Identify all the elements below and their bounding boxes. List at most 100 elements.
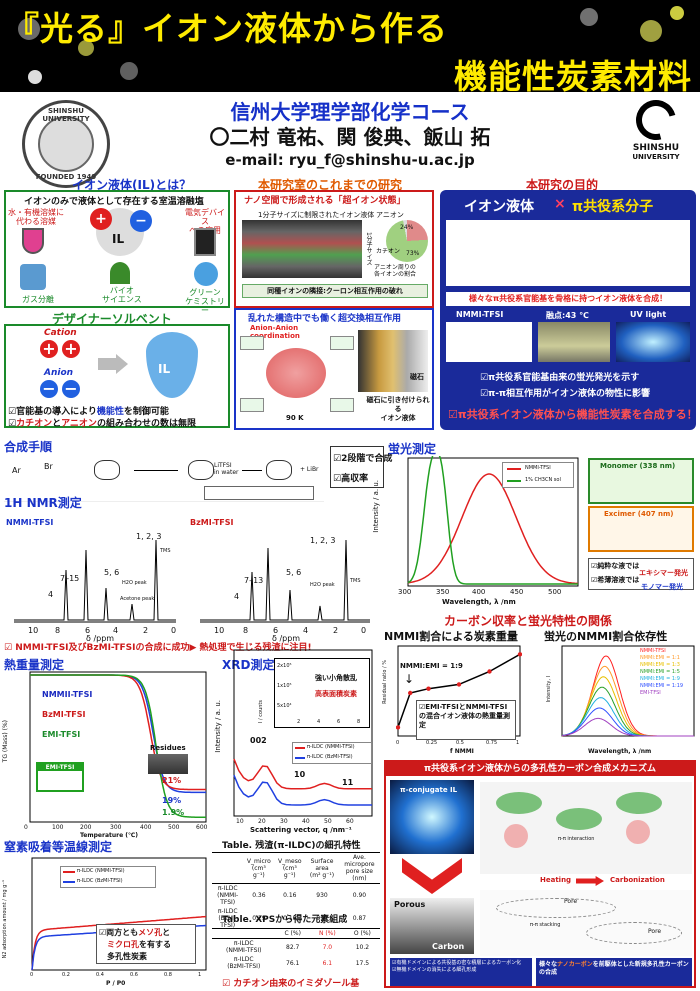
- pct-anion: 24%: [400, 224, 414, 231]
- fluor-xtick: 500: [548, 588, 562, 596]
- xrd-peak-11: 11: [342, 778, 354, 787]
- yield-ylabel: Residual ratio / %: [382, 660, 388, 704]
- xrd-series-bzmi: [233, 774, 372, 806]
- inset-ytick: 5x10⁴: [277, 703, 292, 709]
- nmr-left-tick: 4: [113, 626, 119, 635]
- nmmi-structure: [446, 322, 532, 362]
- inset-xtick: 8: [357, 719, 361, 725]
- cation-ball: +: [40, 340, 58, 358]
- item-text: と: [52, 419, 62, 429]
- seal-top-text: SHINSHU UNIVERSITY: [42, 107, 90, 123]
- nmr-spectra: [14, 539, 370, 623]
- nmmi-label: NMMI-TFSI: [456, 310, 504, 319]
- pore-table: V_micro (cm³ g⁻¹)V_meso (cm³ g⁻¹)Surface…: [212, 852, 380, 930]
- excimer-box: Excimer (407 nm): [588, 506, 694, 552]
- cell: 82.7: [286, 943, 300, 951]
- bullet-text: 無機ドメインの消失による細孔形成: [396, 967, 477, 973]
- purpose-goal: ☑π共役系イオン液体から機能性炭素を合成する！: [448, 406, 698, 422]
- molecule-atom: [78, 40, 94, 56]
- il-box: イオンのみで液体として存在する室温溶融塩 水・有機溶媒に 代わる溶媒 電気デバイ…: [4, 190, 230, 315]
- cation-ball: +: [62, 340, 80, 358]
- ratio-label: NMMI:EMI = 1:9: [400, 662, 463, 670]
- item-text: 官能基の導入により: [16, 407, 97, 417]
- seal-bottom-text: FOUNDED 1949: [35, 173, 97, 181]
- product-ring: [266, 460, 292, 480]
- item-highlight: 機能性: [96, 407, 124, 417]
- cell: 17.5: [355, 959, 370, 967]
- tga-xtick: 400: [140, 824, 152, 831]
- check-icon: ☑: [419, 703, 426, 711]
- libr-label: + LiBr: [300, 466, 319, 473]
- ionic-liquid-label: イオン液体: [464, 199, 534, 215]
- check-icon: ☑: [333, 454, 342, 464]
- legend-swatch-red: [295, 747, 305, 749]
- molecule-thumb: [240, 398, 264, 412]
- legend-swatch-blue: [63, 881, 75, 883]
- down-arrow-icon: ↓: [404, 672, 415, 686]
- fl-ratio-frame: [561, 645, 695, 737]
- item-text: を制御可能: [123, 407, 169, 417]
- reaction-arrow-icon: [242, 470, 262, 471]
- authors: 〇二村 竜祐、関 俊典、飯山 拓: [209, 125, 491, 149]
- reagent-label: LiTFSI in water: [214, 462, 239, 476]
- nmr-right-title: BzMI-TFSI: [190, 518, 234, 527]
- yield-point: [456, 682, 462, 687]
- tga-frame: [29, 671, 207, 823]
- ar-label: Ar: [12, 466, 21, 475]
- magnet-photo: [358, 330, 428, 392]
- pi-interaction-label: π-π interaction: [558, 836, 595, 842]
- nmr-left-tick: 8: [55, 626, 61, 635]
- arrow-icon: [98, 354, 128, 374]
- fl-ratio-title: 蛍光のNMMI割合依存性: [544, 630, 668, 643]
- shinshu-logo: SHINSHU UNIVERSITY: [626, 92, 686, 172]
- ads-legend-2: π-ILDC (BzMI-TFSI): [77, 878, 123, 884]
- item-highlight: カチオン: [16, 419, 53, 429]
- tga-series-emi: [30, 674, 206, 818]
- molecule-atom: [670, 6, 684, 20]
- yield-xlabel: f NMMI: [450, 748, 474, 755]
- xrd-series-nmmi: [233, 758, 372, 790]
- xrd-legend-2: π-ILDC (BzMI-TFSI): [307, 754, 353, 760]
- molecule-atom: [640, 20, 662, 42]
- pct-cation: 73%: [406, 250, 420, 257]
- xrd-frame: [233, 649, 373, 817]
- fluor-note-1b: エキシマー発光: [639, 569, 688, 577]
- tga-label-nmmi: NMMII-TFSI: [42, 690, 93, 699]
- nmr-peak: TMS: [160, 548, 171, 554]
- fluor-notes: ☑純粋な液では エキシマー発光 ☑希薄溶液では モノマー発光: [588, 558, 694, 591]
- molecule-thumb: [330, 398, 354, 412]
- check-icon: ☑: [480, 389, 489, 399]
- il-heading: イオン液体(IL)とは？: [72, 178, 192, 192]
- legend-swatch-red: [507, 468, 521, 470]
- nano-box: ナノ空間で形成される「超イオン状態」 1分子サイズに制限されたイオン液体 1分子…: [234, 190, 434, 308]
- mechanism-bullets: ☑有機ドメインによる共役基の密な積層によるカーボン化 ☑無機ドメインの消失による…: [390, 958, 532, 986]
- pair-note: アニオン周りの 各イオンの割合: [374, 264, 417, 278]
- nmr-peak: 7–13: [244, 576, 264, 585]
- note-text: 両方とも: [106, 928, 139, 937]
- logo-text-1: SHINSHU: [632, 143, 680, 153]
- gas-icon: [20, 264, 46, 290]
- table-header: Ave. micropore pore size (nm): [344, 854, 375, 882]
- molecule-atom: [580, 8, 598, 26]
- row-name: π-ILDC (BzMI-TFSI): [217, 908, 238, 929]
- cell: 0.16: [283, 892, 297, 899]
- droplet-icon: [146, 332, 198, 398]
- note-text: 高収率: [341, 474, 369, 484]
- yield-point: [426, 686, 431, 691]
- nmr-peak: H2O peak: [122, 580, 147, 586]
- residues-label: Residues: [150, 744, 186, 752]
- cation-ball: +: [90, 208, 112, 230]
- stack-label: π-π stacking: [530, 922, 561, 928]
- domain-green: [616, 792, 662, 814]
- yield-point: [487, 669, 492, 674]
- cell: 6.1: [322, 959, 333, 967]
- table-header: [212, 853, 243, 884]
- yield-xtick: 0: [396, 740, 400, 746]
- inset-ylabel: I / counts: [258, 700, 264, 724]
- seal-emblem: [38, 116, 94, 172]
- inset-ytick: 1x10⁵: [277, 683, 292, 689]
- xrd-chart: [233, 649, 373, 817]
- mp-label: 融点:43 ℃: [546, 311, 589, 320]
